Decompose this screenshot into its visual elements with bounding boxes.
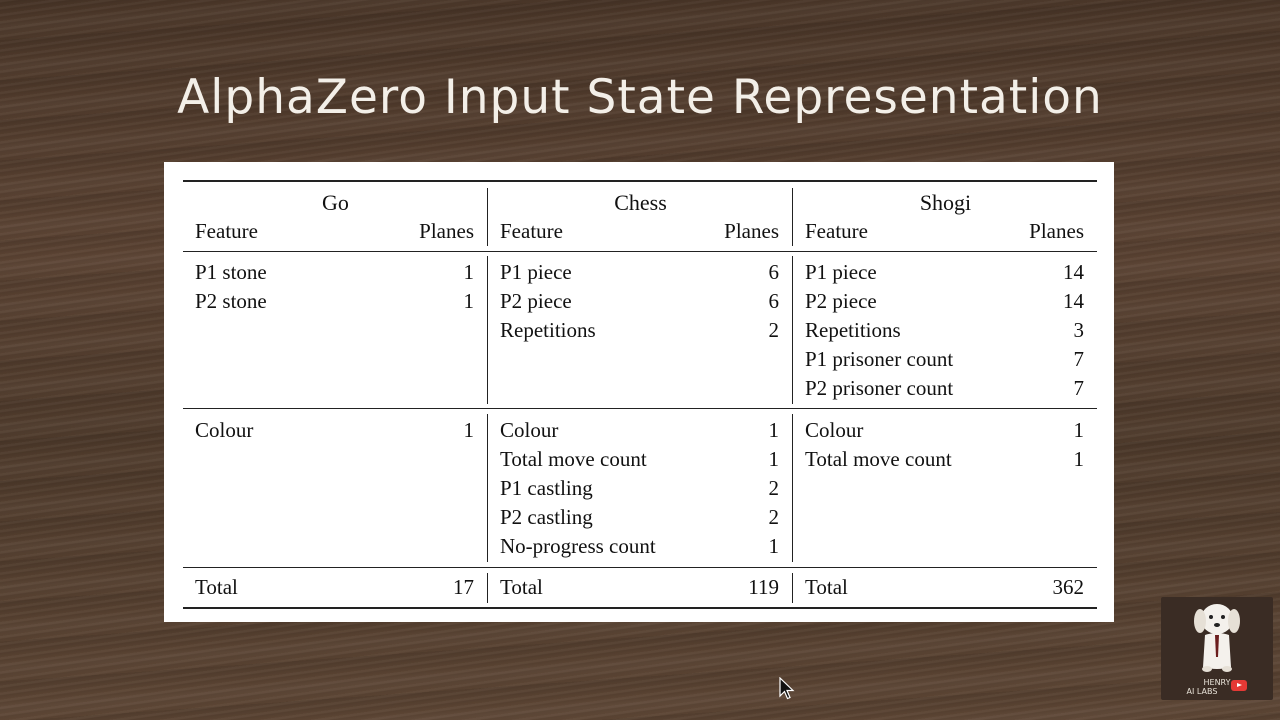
planes-cell: 7 (1073, 347, 1085, 371)
table-bottom-rule (183, 607, 1097, 609)
planes-cell: 2 (768, 476, 780, 500)
feature-cell: Colour (805, 418, 864, 442)
feature-cell: P1 piece (500, 260, 572, 284)
logo-line-2: AI LABS (1186, 687, 1218, 696)
planes-cell: 6 (768, 260, 780, 284)
feature-cell: P1 stone (195, 260, 267, 284)
youtube-icon (1231, 680, 1247, 691)
table-top-rule (183, 180, 1097, 182)
feature-cell: P2 piece (805, 289, 877, 313)
feature-header: Feature (195, 219, 258, 243)
input-representation-table: Go Feature Planes P1 stone 1 P2 stone 1 … (164, 162, 1114, 622)
group-rule (183, 408, 1097, 409)
feature-cell: Colour (500, 418, 559, 442)
feature-cell: P2 castling (500, 505, 593, 529)
feature-cell: P1 piece (805, 260, 877, 284)
feature-cell: P2 piece (500, 289, 572, 313)
planes-cell: 1 (1073, 447, 1085, 471)
planes-cell: 1 (768, 418, 780, 442)
total-label: Total (195, 575, 238, 599)
header-rule (183, 251, 1097, 252)
planes-cell: 14 (1063, 260, 1084, 284)
column-divider (487, 573, 488, 603)
feature-cell: Total move count (805, 447, 952, 471)
planes-cell: 2 (768, 318, 780, 342)
logo-line-1: HENRY (1203, 678, 1231, 687)
planes-cell: 1 (768, 534, 780, 558)
total-value: 17 (453, 575, 474, 599)
total-label: Total (500, 575, 543, 599)
feature-header: Feature (805, 219, 868, 243)
feature-cell: Total move count (500, 447, 647, 471)
column-divider (487, 188, 488, 246)
column-divider (792, 256, 793, 404)
planes-cell: 1 (768, 447, 780, 471)
planes-cell: 1 (463, 260, 475, 284)
planes-cell: 2 (768, 505, 780, 529)
feature-cell: Repetitions (500, 318, 596, 342)
feature-cell: Colour (195, 418, 254, 442)
planes-cell: 1 (1073, 418, 1085, 442)
total-value: 119 (748, 575, 779, 599)
feature-cell: No-progress count (500, 534, 656, 558)
game-header-shogi: Shogi (919, 190, 972, 215)
column-divider (487, 256, 488, 404)
column-divider (487, 414, 488, 562)
planes-header: Planes (724, 219, 779, 243)
henry-ai-labs-logo[interactable]: HENRY AI LABS (1161, 597, 1273, 700)
dog-mascot-icon (1194, 604, 1240, 672)
planes-cell: 14 (1063, 289, 1084, 313)
column-divider (792, 573, 793, 603)
planes-cell: 1 (463, 289, 475, 313)
planes-cell: 1 (463, 418, 475, 442)
total-label: Total (805, 575, 848, 599)
planes-header: Planes (419, 219, 474, 243)
column-divider (792, 188, 793, 246)
feature-cell: P1 castling (500, 476, 593, 500)
game-header-chess: Chess (614, 190, 667, 215)
feature-cell: P2 stone (195, 289, 267, 313)
mouse-cursor-icon (779, 677, 795, 700)
feature-header: Feature (500, 219, 563, 243)
total-rule (183, 567, 1097, 568)
feature-cell: P2 prisoner count (805, 376, 954, 400)
slide-title: AlphaZero Input State Representation (177, 70, 1103, 125)
total-value: 362 (1052, 575, 1085, 599)
feature-cell: Repetitions (805, 318, 901, 342)
planes-cell: 6 (768, 289, 780, 313)
planes-cell: 3 (1073, 318, 1085, 342)
planes-header: Planes (1029, 219, 1084, 243)
feature-cell: P1 prisoner count (805, 347, 954, 371)
column-divider (792, 414, 793, 562)
game-header-go: Go (322, 190, 349, 215)
planes-cell: 7 (1073, 376, 1085, 400)
